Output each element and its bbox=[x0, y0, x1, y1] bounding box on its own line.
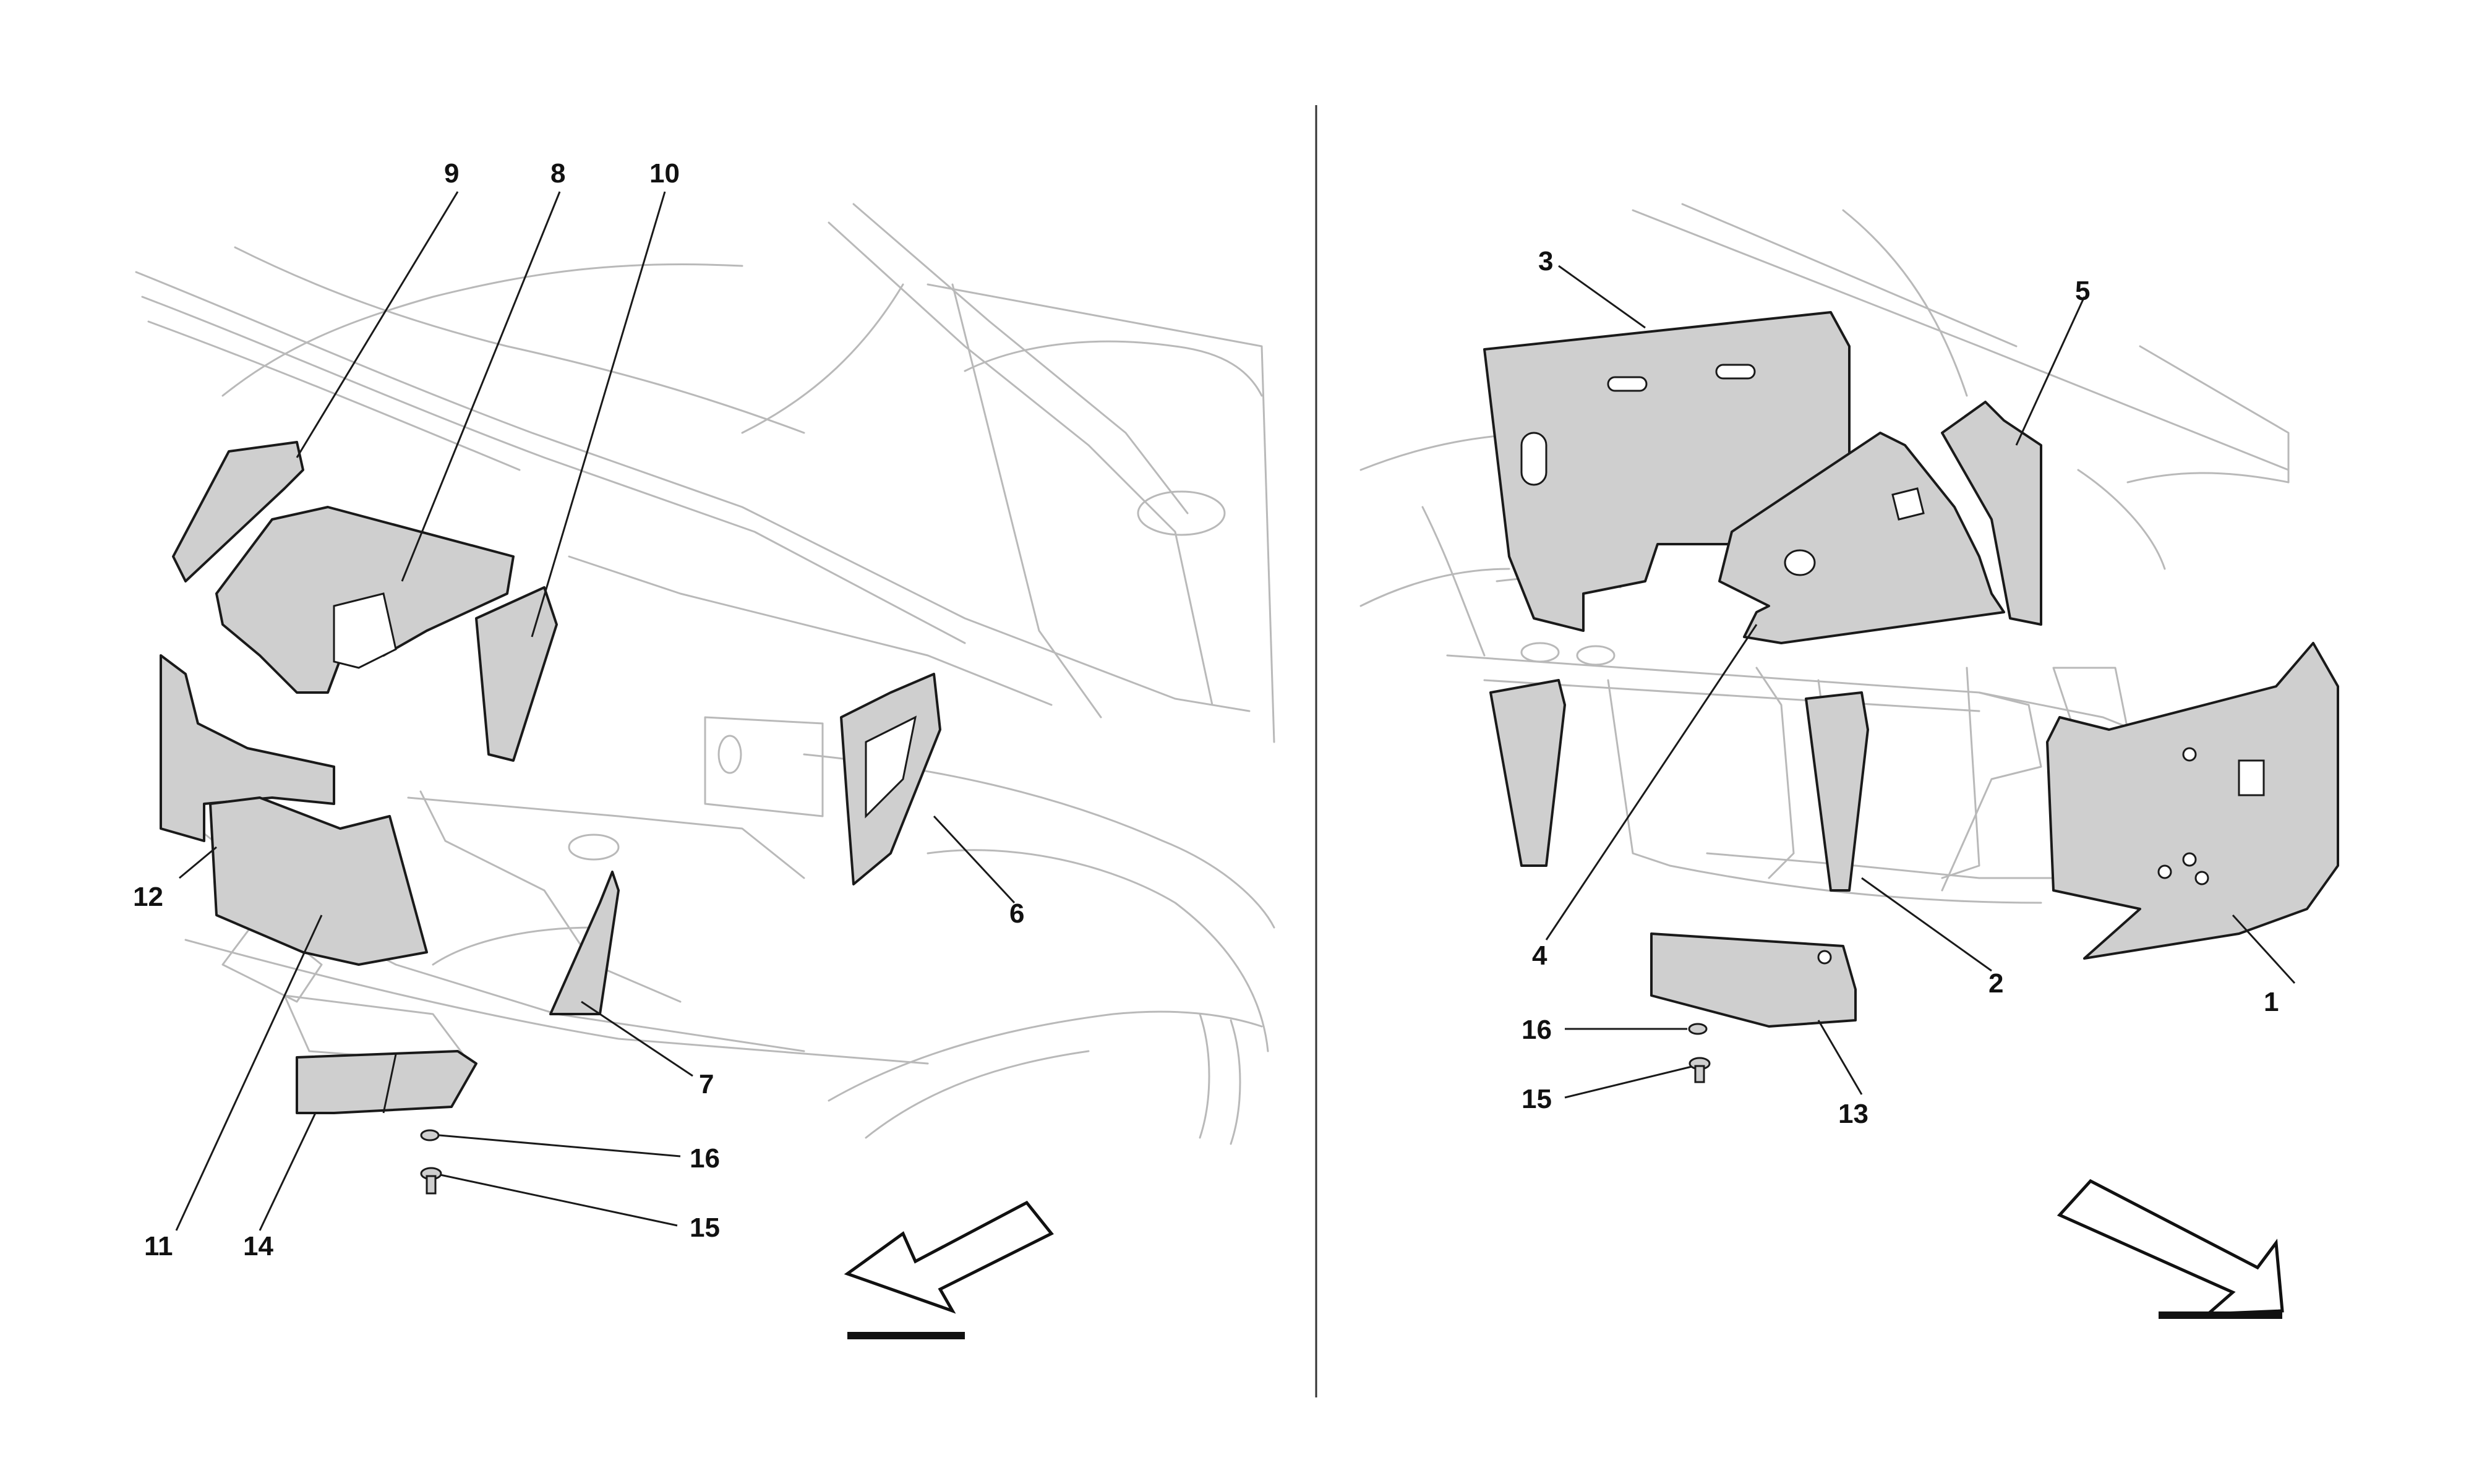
callout-label: 4 bbox=[1532, 940, 1547, 971]
part-1-panel bbox=[2046, 642, 2339, 960]
left-parts bbox=[160, 441, 941, 1195]
callout-label: 15 bbox=[690, 1213, 720, 1243]
callout-label: 12 bbox=[133, 882, 163, 912]
callout-label: 16 bbox=[690, 1143, 720, 1174]
callout-label: 11 bbox=[144, 1231, 173, 1261]
callout-label: 5 bbox=[2075, 276, 2090, 306]
callout-label: 8 bbox=[550, 158, 565, 189]
right-callouts: 3 5 4 2 1 16 15 13 bbox=[1522, 246, 2279, 1129]
part-13-block bbox=[1650, 932, 1857, 1028]
callout-label: 14 bbox=[243, 1231, 273, 1261]
part-7-panel bbox=[549, 871, 620, 1015]
left-callouts: 9 8 10 12 11 14 6 7 16 15 bbox=[133, 158, 1024, 1261]
right-leader-lines bbox=[1545, 265, 2296, 1099]
part-14-block bbox=[296, 1050, 477, 1114]
callout-label: 6 bbox=[1009, 898, 1024, 929]
left-view: 9 8 10 12 11 14 6 7 16 15 bbox=[133, 158, 1275, 1339]
part-2-panel bbox=[1805, 691, 1869, 892]
part-9-panel bbox=[172, 441, 304, 582]
washer-icon bbox=[1688, 1023, 1708, 1035]
part-12-panel bbox=[160, 654, 335, 842]
callout-label: 16 bbox=[1522, 1015, 1552, 1045]
part-4-bracket bbox=[1718, 432, 2005, 644]
right-parts bbox=[1483, 311, 2339, 1083]
part-10-panel bbox=[475, 586, 558, 762]
callout-label: 10 bbox=[649, 158, 680, 189]
right-view: 3 5 4 2 1 16 15 13 bbox=[1359, 203, 2339, 1319]
callout-label: 13 bbox=[1838, 1099, 1868, 1129]
callout-label: 9 bbox=[444, 158, 459, 189]
part-11-panel bbox=[209, 796, 428, 966]
left-washer-16 bbox=[420, 1129, 440, 1141]
callout-label: 7 bbox=[699, 1069, 714, 1099]
callout-label: 15 bbox=[1522, 1084, 1552, 1114]
right-ghost-structure bbox=[1359, 203, 2290, 904]
screw-icon bbox=[1689, 1057, 1711, 1083]
left-leader-lines bbox=[175, 191, 1016, 1231]
right-direction-arrow-icon bbox=[2057, 1179, 2284, 1319]
part-5-panel bbox=[1941, 401, 2042, 626]
part-3-panel bbox=[1483, 311, 1851, 632]
part-left-wedge bbox=[1489, 679, 1566, 867]
callout-label: 1 bbox=[2264, 987, 2279, 1017]
callout-label: 3 bbox=[1538, 246, 1553, 276]
left-direction-arrow-icon bbox=[844, 1200, 1054, 1339]
callout-label: 2 bbox=[1988, 968, 2003, 999]
left-screw-15 bbox=[420, 1167, 442, 1195]
